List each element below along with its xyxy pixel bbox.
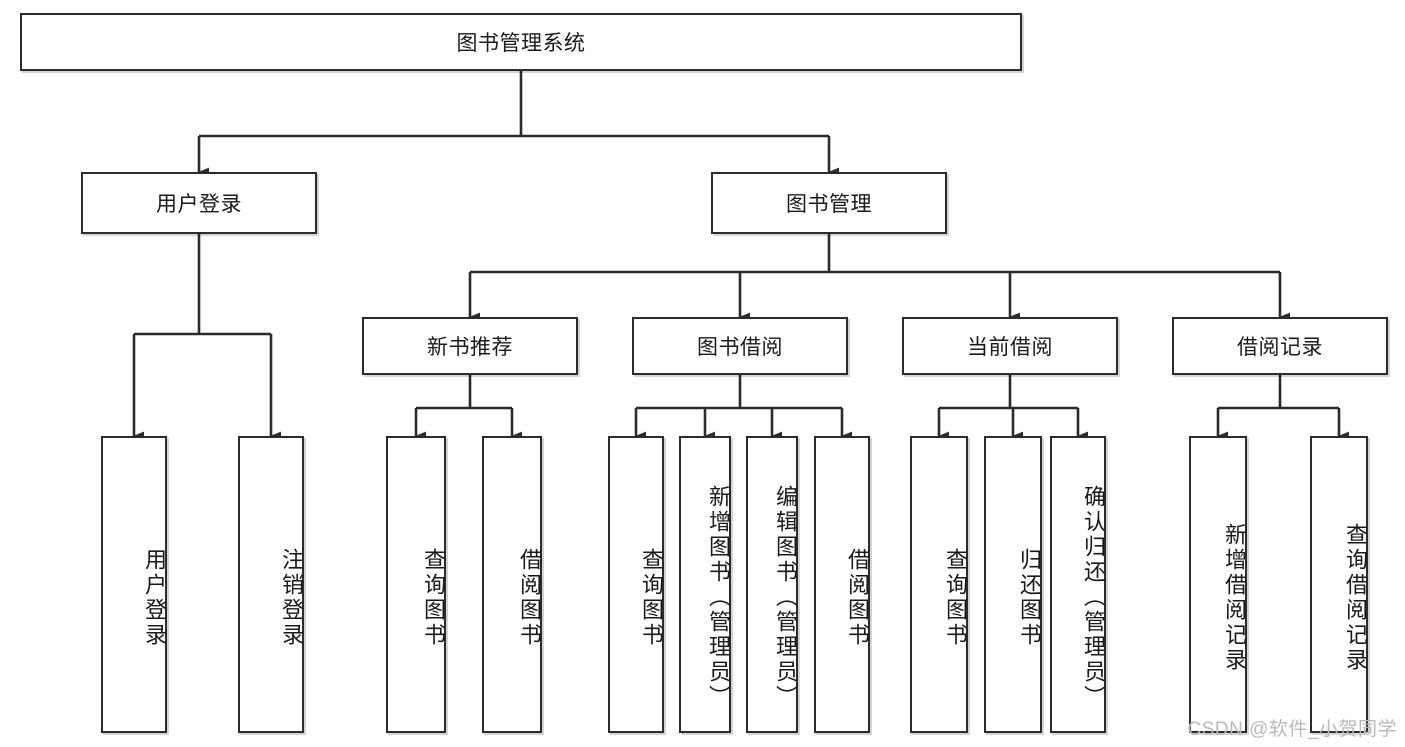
node-leaf-confirm-return[interactable]: 确认归还（管理员） — [1050, 436, 1106, 733]
node-label-user-login: 用户登录 — [156, 193, 242, 216]
node-label-book-borrow: 图书借阅 — [697, 336, 783, 359]
node-leaf-user-logout[interactable]: 注销登录 — [238, 436, 304, 733]
node-leaf-query-book-3[interactable]: 查询图书 — [910, 436, 968, 733]
node-new-book-recommend[interactable]: 新书推荐 — [362, 317, 578, 375]
node-label-borrow-record: 借阅记录 — [1237, 336, 1323, 359]
node-label-leaf-confirm-return: 确认归还（管理员） — [1081, 485, 1106, 710]
node-label-leaf-query-record: 查询借阅记录 — [1343, 522, 1368, 673]
node-leaf-query-book-1[interactable]: 查询图书 — [386, 436, 446, 733]
node-label-leaf-return-book: 归还图书 — [1017, 547, 1042, 648]
node-label-current-borrow: 当前借阅 — [967, 336, 1053, 359]
node-label-book-manage: 图书管理 — [786, 193, 872, 216]
node-leaf-user-login[interactable]: 用户登录 — [101, 436, 167, 733]
node-label-leaf-edit-book: 编辑图书（管理员） — [773, 485, 798, 710]
node-user-login[interactable]: 用户登录 — [81, 172, 317, 234]
node-label-leaf-query-book-3: 查询图书 — [943, 547, 968, 648]
node-leaf-borrow-book-2[interactable]: 借阅图书 — [814, 436, 870, 733]
node-leaf-query-book-2[interactable]: 查询图书 — [608, 436, 664, 733]
node-leaf-borrow-book-1[interactable]: 借阅图书 — [482, 436, 542, 733]
node-label-root: 图书管理系统 — [456, 32, 586, 55]
node-book-manage[interactable]: 图书管理 — [711, 172, 947, 234]
node-borrow-record[interactable]: 借阅记录 — [1172, 317, 1388, 375]
node-label-leaf-borrow-book-1: 借阅图书 — [517, 547, 542, 648]
node-leaf-add-book[interactable]: 新增图书（管理员） — [679, 436, 731, 733]
node-leaf-query-record[interactable]: 查询借阅记录 — [1310, 436, 1368, 733]
node-label-leaf-user-logout: 注销登录 — [279, 547, 304, 648]
node-label-leaf-user-login: 用户登录 — [142, 547, 167, 648]
node-label-leaf-query-book-1: 查询图书 — [421, 547, 446, 648]
node-leaf-edit-book[interactable]: 编辑图书（管理员） — [746, 436, 798, 733]
node-leaf-add-record[interactable]: 新增借阅记录 — [1189, 436, 1247, 733]
node-label-new-book-recommend: 新书推荐 — [427, 336, 513, 359]
node-book-borrow[interactable]: 图书借阅 — [632, 317, 848, 375]
node-label-leaf-borrow-book-2: 借阅图书 — [845, 547, 870, 648]
node-label-leaf-query-book-2: 查询图书 — [639, 547, 664, 648]
node-root[interactable]: 图书管理系统 — [20, 13, 1022, 71]
node-current-borrow[interactable]: 当前借阅 — [902, 317, 1118, 375]
node-leaf-return-book[interactable]: 归还图书 — [984, 436, 1042, 733]
node-label-leaf-add-book: 新增图书（管理员） — [706, 485, 731, 710]
node-label-leaf-add-record: 新增借阅记录 — [1222, 522, 1247, 673]
